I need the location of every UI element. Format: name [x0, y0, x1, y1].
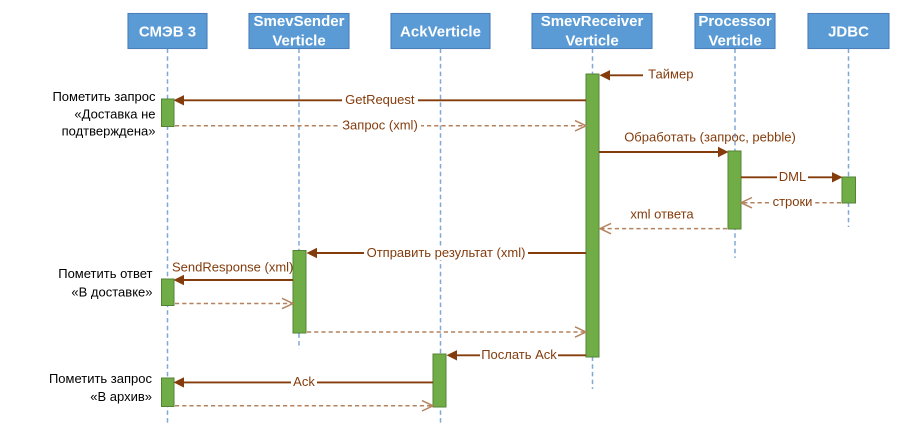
svg-text:DML: DML	[779, 169, 806, 184]
svg-text:SmevReceiver: SmevReceiver	[541, 13, 644, 30]
svg-text:JDBC: JDBC	[828, 24, 869, 41]
svg-text:СМЭВ 3: СМЭВ 3	[139, 24, 196, 41]
svg-text:строки: строки	[773, 194, 813, 209]
svg-text:Processor: Processor	[698, 13, 772, 30]
svg-text:AckVerticle: AckVerticle	[400, 24, 481, 41]
svg-text:SendResponse (xml): SendResponse (xml)	[172, 260, 293, 275]
svg-text:Ack: Ack	[293, 374, 315, 389]
svg-text:Таймер: Таймер	[648, 66, 693, 81]
svg-text:«Доставка не: «Доставка не	[74, 106, 155, 121]
svg-text:Verticle: Verticle	[272, 33, 325, 50]
svg-text:Пометить ответ: Пометить ответ	[58, 266, 152, 281]
svg-text:Пометить запрос: Пометить запрос	[49, 371, 153, 386]
svg-text:SmevSender: SmevSender	[254, 13, 345, 30]
svg-text:xml ответа: xml ответа	[630, 207, 694, 222]
svg-text:«В доставке»: «В доставке»	[71, 284, 152, 299]
svg-text:Пометить запрос: Пометить запрос	[52, 89, 156, 104]
svg-text:Отправить результат (xml): Отправить результат (xml)	[367, 245, 526, 260]
svg-text:подтверждена»: подтверждена»	[62, 124, 156, 139]
svg-text:Обработать (запрос, pebble): Обработать (запрос, pebble)	[624, 129, 796, 144]
svg-text:Послать Ack: Послать Ack	[481, 347, 557, 362]
svg-text:Verticle: Verticle	[708, 33, 761, 50]
svg-text:Запрос (xml): Запрос (xml)	[342, 117, 418, 132]
svg-text:Verticle: Verticle	[565, 33, 618, 50]
svg-text:«В архив»: «В архив»	[90, 389, 152, 404]
svg-text:GetRequest: GetRequest	[345, 92, 415, 107]
